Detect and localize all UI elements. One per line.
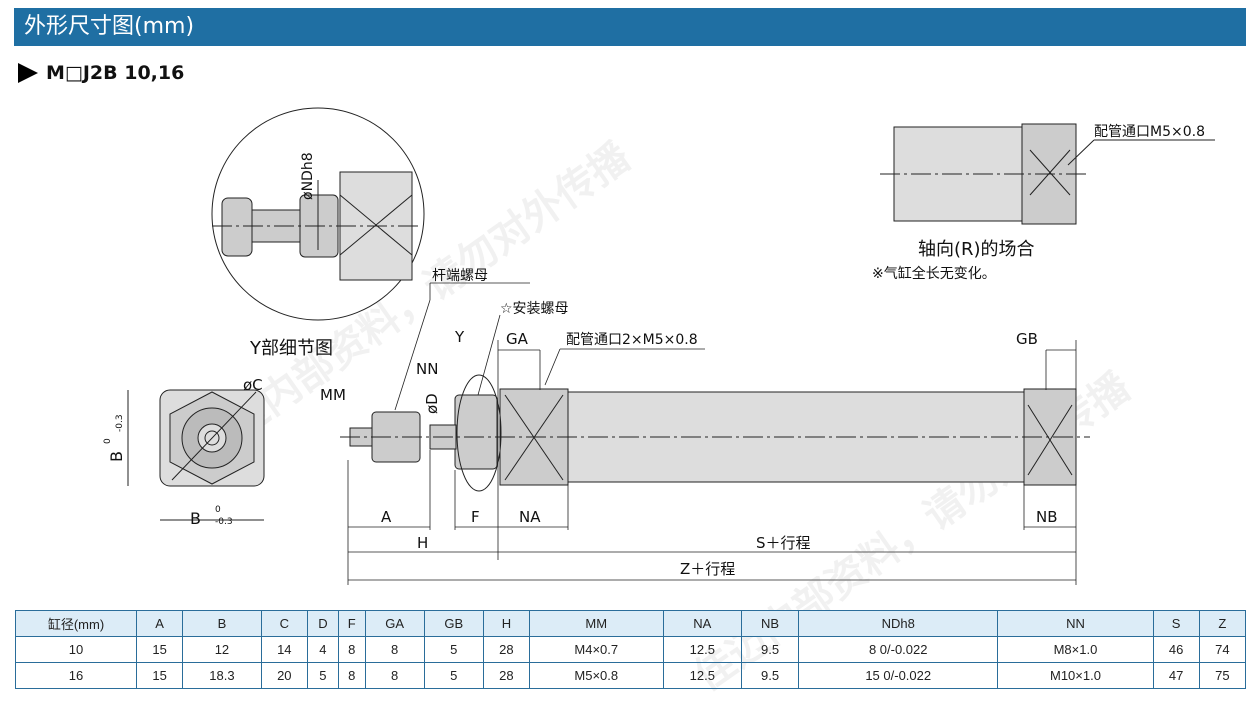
table-cell: 12.5 <box>662 662 743 689</box>
nn-label: NN <box>416 360 438 378</box>
table-cell: 5 <box>423 636 484 663</box>
table-cell: M4×0.7 <box>528 636 664 663</box>
ndh8-label: øNDh8 <box>300 152 316 200</box>
table-cell: 47 <box>1152 662 1200 689</box>
table-cell: M5×0.8 <box>528 662 664 689</box>
tol-up: 0 <box>215 505 221 515</box>
column-header: NDh8 <box>798 610 999 637</box>
c-label: øC <box>243 376 263 394</box>
table-cell: 46 <box>1152 636 1200 663</box>
column-header: H <box>482 610 530 637</box>
column-header: GB <box>423 610 484 637</box>
table-cell: 8 <box>364 662 425 689</box>
axial-note: ※气缸全长无变化。 <box>872 265 996 282</box>
column-header: NA <box>662 610 743 637</box>
table-cell: 8 <box>337 636 366 663</box>
table-cell: 75 <box>1198 662 1247 689</box>
table-cell: 12.5 <box>662 636 743 663</box>
cylinder-side-view: 杆端螺母 ☆安装螺母 配管通口2×M5×0.8 Y NN MM øD GA GB… <box>320 268 1090 585</box>
model-subtitle: M□J2B 10,16 <box>18 62 184 84</box>
table-cell: 8 0/-0.022 <box>798 636 999 663</box>
mount-nut-label: ☆安装螺母 <box>500 301 569 317</box>
a-label: A <box>381 508 392 526</box>
table-cell: 20 <box>260 662 308 689</box>
nb-label: NB <box>1036 508 1058 526</box>
table-cell: 14 <box>260 636 308 663</box>
s-label: S＋行程 <box>756 534 811 552</box>
table-cell: 15 <box>135 636 184 663</box>
detail-circle: øNDh8 <box>211 107 425 321</box>
column-header: 缸径(mm) <box>15 610 137 637</box>
column-header: Z <box>1198 610 1247 637</box>
table-cell: 9.5 <box>741 662 800 689</box>
column-header: A <box>135 610 184 637</box>
table-cell: 5 <box>423 662 484 689</box>
table-cell: M10×1.0 <box>997 662 1154 689</box>
table-cell: 18.3 <box>182 662 262 689</box>
technical-drawing: øNDh8 配管通口M5×0.8 轴向(R)的场合 ※气缸全长无变化。 Y部细节… <box>103 107 1215 585</box>
detail-title: Y部细节图 <box>249 338 333 359</box>
y-detail-view: Y部细节图 øC B 0 -0.3 B 0 -0.3 <box>103 338 333 528</box>
table-cell: 4 <box>306 636 339 663</box>
table-cell: 28 <box>482 636 530 663</box>
column-header: F <box>337 610 366 637</box>
na-label: NA <box>519 508 541 526</box>
table-cell: 12 <box>182 636 262 663</box>
table-cell: 9.5 <box>741 636 800 663</box>
section-header: 外形尺寸图(mm) <box>14 8 1246 46</box>
axial-title: 轴向(R)的场合 <box>918 239 1035 260</box>
h-label: H <box>417 534 428 552</box>
table-cell: 8 <box>364 636 425 663</box>
table-cell: 10 <box>15 636 137 663</box>
triangle-marker-icon <box>18 63 38 83</box>
axial-view: 配管通口M5×0.8 轴向(R)的场合 ※气缸全长无变化。 <box>872 123 1215 282</box>
axial-port-label: 配管通口M5×0.8 <box>1094 124 1205 140</box>
table-cell: 5 <box>306 662 339 689</box>
b-vertical-label: B <box>107 451 126 462</box>
mm-label: MM <box>320 386 346 404</box>
table-cell: M8×1.0 <box>997 636 1154 663</box>
table-cell: 16 <box>15 662 137 689</box>
rod-nut-label: 杆端螺母 <box>432 268 488 284</box>
model-label: M□J2B 10,16 <box>46 62 185 84</box>
gb-label: GB <box>1016 330 1038 348</box>
table-cell: 8 <box>337 662 366 689</box>
column-header: S <box>1152 610 1200 637</box>
table-cell: 74 <box>1198 636 1247 663</box>
column-header: NN <box>997 610 1154 637</box>
column-header: MM <box>528 610 664 637</box>
column-header: C <box>260 610 308 637</box>
b-horizontal-label: B <box>190 509 201 528</box>
tol-low: -0.3 <box>215 517 233 527</box>
column-header: GA <box>364 610 425 637</box>
tol-up: 0 <box>103 438 113 444</box>
f-label: F <box>471 508 480 526</box>
column-header: D <box>306 610 339 637</box>
ga-label: GA <box>506 330 529 348</box>
table-cell: 28 <box>482 662 530 689</box>
y-label: Y <box>454 328 465 346</box>
column-header: NB <box>741 610 800 637</box>
table-cell: 15 <box>135 662 184 689</box>
port-label: 配管通口2×M5×0.8 <box>566 332 698 348</box>
d-label: øD <box>423 393 441 414</box>
table-cell: 15 0/-0.022 <box>798 662 999 689</box>
z-label: Z＋行程 <box>680 560 735 578</box>
tol-low: -0.3 <box>115 414 125 432</box>
column-header: B <box>182 610 262 637</box>
